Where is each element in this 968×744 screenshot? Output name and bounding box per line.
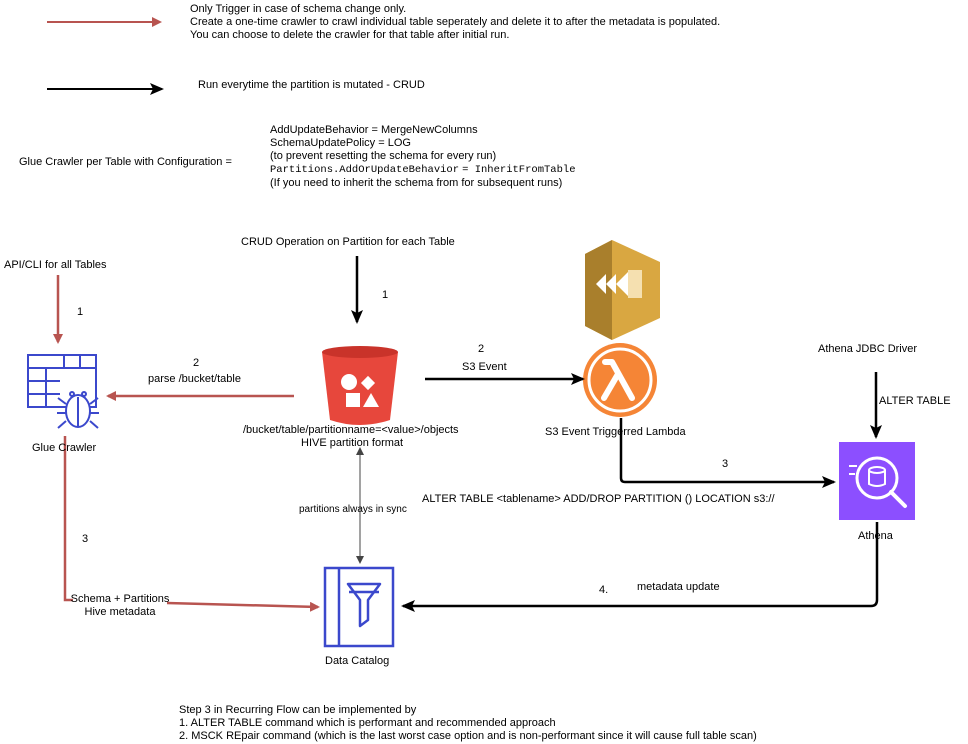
s3-format-label: HIVE partition format [301,437,404,449]
sync-label: partitions always in sync [299,504,407,515]
athena-label: Athena [858,530,893,542]
step-2-left-label: parse /bucket/table [148,373,241,385]
legend-black-text: Run everytime the partition is mutated -… [198,79,425,91]
step-4-label: metadata update [637,581,720,593]
alter-partition-label: ALTER TABLE <tablename> ADD/DROP PARTITI… [422,493,775,505]
data-catalog-icon [323,566,395,648]
s3-bucket-icon [322,346,398,425]
step-2-right-num: 2 [478,343,485,355]
legend-red-line-3: You can choose to delete the crawler for… [190,29,510,41]
legend-red-text: Only Trigger in case of schema change on… [190,3,720,42]
step-2-right-label: S3 Event [462,361,507,373]
footer-line-3: 2. MSCK REpair command (which is the las… [179,730,757,742]
crawler-config-label: Glue Crawler per Table with Configuratio… [19,156,232,168]
step-1-top: 1 [382,289,389,301]
alter-table-label: ALTER TABLE [879,395,951,407]
lambda-icon [583,343,657,417]
schema-line-2: Hive metadata [84,606,156,618]
edge-crawler-to-catalog [63,436,73,602]
glue-crawler-icon [27,354,99,429]
config-line-4: Partitions.AddOrUpdateBehavior = Inherit… [270,163,576,177]
edge-lambda-to-athena [619,418,836,488]
crud-operation-label: CRUD Operation on Partition for each Tab… [241,236,455,248]
step-2-left-num: 2 [193,357,200,369]
step-functions-icon [585,240,660,340]
config-line-2: SchemaUpdatePolicy = LOG [270,137,411,149]
config-line-4-value: = InheritFromTable [462,164,576,176]
legend-red-line-1: Only Trigger in case of schema change on… [190,3,407,15]
step-1-left: 1 [77,306,84,318]
edge-metadata-to-catalog [166,601,320,612]
legend-red-line-2: Create a one-time crawler to crawl indiv… [190,16,721,28]
athena-jdbc-label: Athena JDBC Driver [818,343,918,355]
edge-athena-to-catalog [401,522,879,612]
step-4-num: 4. [599,584,609,596]
data-catalog-label: Data Catalog [325,655,390,667]
config-line-3: (to prevent resetting the schema for eve… [270,150,497,162]
lambda-label: S3 Event Triggerred Lambda [545,426,686,438]
step-3-left: 3 [82,533,89,545]
crawler-config-block: AddUpdateBehavior = MergeNewColumns Sche… [270,124,576,190]
step-3-right: 3 [722,458,729,470]
athena-icon [839,442,915,520]
config-line-1: AddUpdateBehavior = MergeNewColumns [270,124,478,136]
config-line-5: (If you need to inherit the schema from … [270,177,563,189]
s3-path-label: /bucket/table/partitionname=<value>/obje… [243,424,459,436]
schema-partitions-label: Schema + Partitions Hive metadata [70,593,170,619]
schema-line-1: Schema + Partitions [70,593,170,605]
api-cli-label: API/CLI for all Tables [4,259,107,271]
footer-line-2: 1. ALTER TABLE command which is performa… [179,717,556,729]
footer-notes: Step 3 in Recurring Flow can be implemen… [179,704,757,743]
glue-crawler-label: Glue Crawler [32,442,97,454]
config-line-4-code: Partitions.AddOrUpdateBehavior [270,164,460,176]
footer-line-1: Step 3 in Recurring Flow can be implemen… [179,704,417,716]
